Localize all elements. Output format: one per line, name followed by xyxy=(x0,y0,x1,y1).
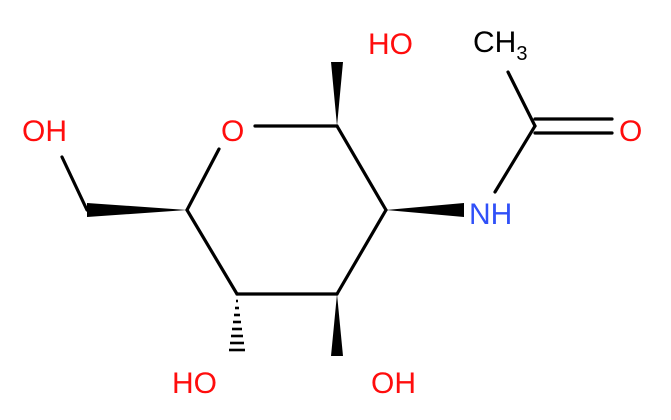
stereo-bonds xyxy=(87,62,464,356)
wedge-c1-oh xyxy=(331,62,343,126)
bond-cacyl-ch3 xyxy=(506,70,537,128)
atom-ho-top: HO xyxy=(368,28,413,61)
wedge-c5-c6 xyxy=(87,203,187,217)
bond-c5-ringO xyxy=(185,147,221,212)
atom-ch3-main: CH xyxy=(473,26,516,59)
atom-ring-o: O xyxy=(221,115,244,148)
atom-ho-bottom-left: HO xyxy=(172,367,217,400)
bonds xyxy=(60,70,614,296)
atom-oh-bottom-right: OH xyxy=(371,367,416,400)
wedge-c2-nh xyxy=(386,203,464,217)
atom-ch3: CH3 xyxy=(473,26,527,65)
bond-c2-c3 xyxy=(335,208,388,296)
atom-nh: NH xyxy=(469,198,512,231)
bond-c6-oh xyxy=(60,155,89,212)
atom-carbonyl-o: O xyxy=(619,115,642,148)
atom-labels: HO CH3 OH O O NH HO OH xyxy=(22,26,642,400)
hash-c4-oh xyxy=(229,299,245,352)
atom-oh-left: OH xyxy=(22,115,67,148)
atom-ch3-subscript: 3 xyxy=(516,43,527,65)
bond-c1-c2 xyxy=(335,124,388,212)
bond-nh-cacyl xyxy=(493,124,537,194)
wedge-c3-oh xyxy=(331,294,343,356)
bond-c4-c5 xyxy=(185,208,239,296)
